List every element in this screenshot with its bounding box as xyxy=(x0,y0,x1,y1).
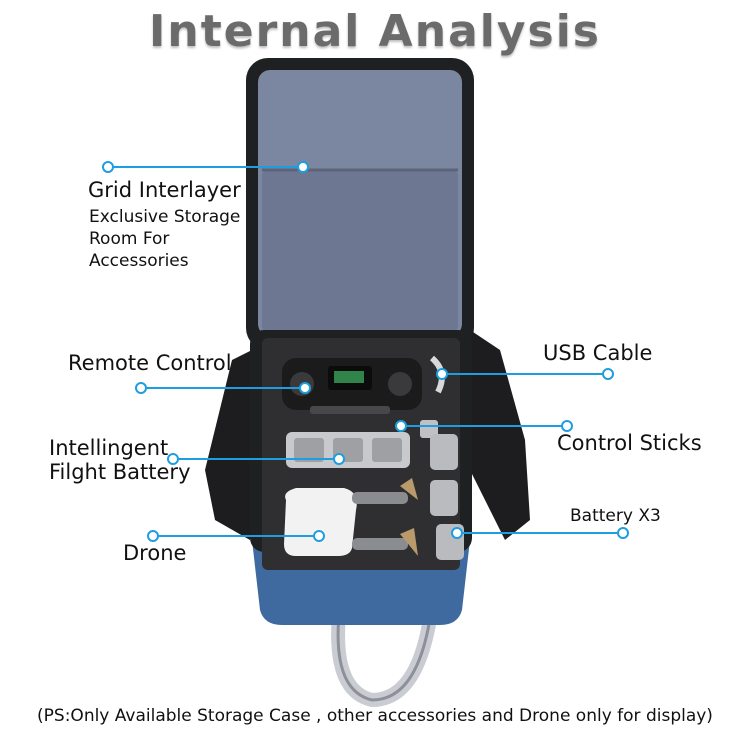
callout-dot xyxy=(313,530,325,542)
usb-cable-label: USB Cable xyxy=(543,341,653,365)
grid-interlayer-desc-3: Accessories xyxy=(89,251,189,271)
battery-x3-label: Battery X3 xyxy=(570,506,661,526)
disclaimer-footer: (PS:Only Available Storage Case , other … xyxy=(37,706,713,726)
callout-dot xyxy=(561,420,573,432)
grid-interlayer-label: Grid Interlayer xyxy=(88,178,241,202)
battery-1 xyxy=(430,434,458,470)
callout-dot xyxy=(617,527,629,539)
drone-arm-2 xyxy=(352,538,408,550)
callout-dot xyxy=(395,420,407,432)
callout-dot xyxy=(602,368,614,380)
battery-2 xyxy=(430,480,458,516)
left-strap xyxy=(205,345,262,540)
callout-dot xyxy=(102,161,114,173)
battery-label-line2: Filght Battery xyxy=(49,460,191,484)
grid-pocket xyxy=(262,170,458,332)
callout-dot xyxy=(333,453,345,465)
callout-dot xyxy=(297,161,309,173)
callout-dot xyxy=(147,530,159,542)
callout-dot xyxy=(167,453,179,465)
battery-label-line1: Intellingent xyxy=(49,436,169,460)
callout-dot xyxy=(451,527,463,539)
page-title: Internal Analysis xyxy=(149,6,601,57)
grid-interlayer-desc-1: Exclusive Storage xyxy=(89,207,241,227)
drone-arm-1 xyxy=(352,492,408,504)
grid-interlayer-desc-2: Room For xyxy=(89,229,170,249)
callout-dot xyxy=(299,382,311,394)
drone-body xyxy=(284,488,357,556)
drone-label: Drone xyxy=(123,541,187,565)
control-sticks xyxy=(420,420,438,438)
right-strap xyxy=(470,330,530,540)
callout-dot xyxy=(436,368,448,380)
remote-control-label: Remote Control xyxy=(68,351,232,375)
callout-dot xyxy=(135,382,147,394)
control-sticks-label: Control Sticks xyxy=(557,431,702,455)
